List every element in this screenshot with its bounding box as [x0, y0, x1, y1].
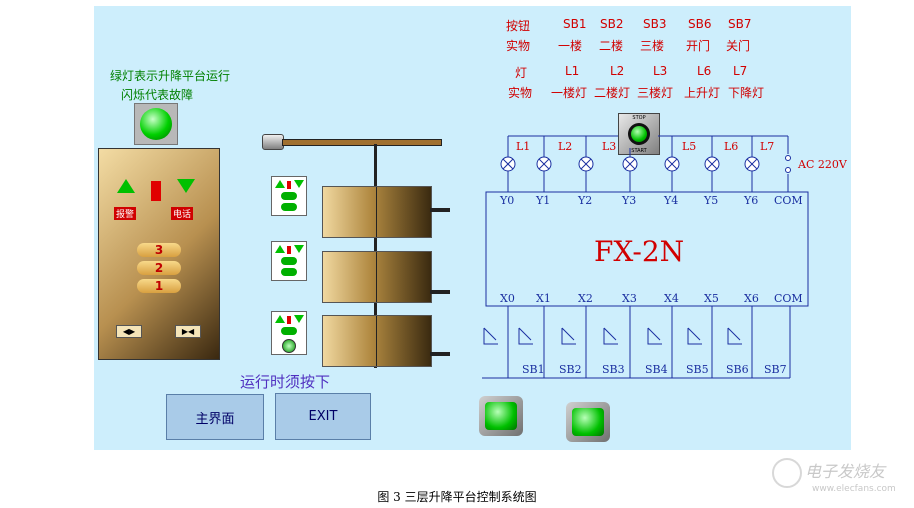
- output-y0: Y0: [499, 194, 514, 207]
- watermark-name: 电子发烧友: [805, 462, 886, 481]
- header-sb7-name: 关门: [726, 39, 751, 53]
- floor-2-call-box[interactable]: [271, 241, 307, 281]
- car-operating-panel: 报警 电话 3 2 1 ◀▶ ▶◀: [98, 148, 220, 360]
- header-l6: L6: [697, 64, 712, 78]
- floor-3-call-box[interactable]: [271, 176, 307, 216]
- lamp-label-l1: L1: [516, 140, 530, 153]
- floor-3-car: [322, 186, 432, 238]
- output-y6: Y6: [743, 194, 758, 207]
- start-lamp-icon: [631, 126, 647, 142]
- figure-caption: 图 3 三层升降平台控制系统图: [377, 490, 537, 504]
- run-hint-text: 运行时须按下: [240, 373, 331, 391]
- plc-model-label: FX-2N: [594, 235, 684, 268]
- header-sb6: SB6: [688, 17, 712, 31]
- switch-sb5: SB5: [686, 363, 709, 376]
- output-y4: Y4: [663, 194, 678, 207]
- green-push-button-right[interactable]: [566, 402, 610, 442]
- plc-wiring-diagram: L1 L2 L3 L5 L6 L7 AC 220V Y0 Y1 Y2 Y3 Y4…: [482, 135, 848, 379]
- output-y5: Y5: [703, 194, 718, 207]
- door-open-button[interactable]: ◀▶: [116, 325, 142, 338]
- motor-icon: [262, 134, 284, 150]
- header-l7-name: 下降灯: [728, 86, 765, 100]
- button-row-label-1: 按钮: [506, 19, 531, 33]
- header-sb7: SB7: [728, 17, 752, 31]
- hoist-beam: [282, 139, 442, 146]
- main-screen-button[interactable]: 主界面: [166, 394, 264, 440]
- stop-label: STOP: [632, 115, 646, 121]
- floor-2-car: [322, 251, 432, 303]
- floor-3-button[interactable]: 3: [137, 243, 181, 257]
- output-y2: Y2: [577, 194, 592, 207]
- stop-start-button[interactable]: STOP START: [618, 113, 660, 155]
- green-push-button-left[interactable]: [479, 396, 523, 436]
- output-com: COM: [774, 194, 803, 207]
- floor-1-landing: [430, 352, 450, 356]
- input-x2: X2: [578, 292, 593, 305]
- input-x0: X0: [500, 292, 515, 305]
- floor-2-landing: [430, 290, 450, 294]
- switch-sb4: SB4: [645, 363, 668, 376]
- header-l1-name: 一楼灯: [551, 86, 588, 100]
- run-enable-icon[interactable]: [282, 339, 296, 353]
- supply-label: AC 220V: [797, 158, 848, 171]
- header-sb2-name: 二楼: [599, 39, 624, 53]
- switch-sb7: SB7: [764, 363, 787, 376]
- control-panel-background: [94, 6, 851, 450]
- output-y1: Y1: [535, 194, 550, 207]
- header-sb2: SB2: [600, 17, 624, 31]
- header-l2: L2: [610, 64, 625, 78]
- header-sb3: SB3: [643, 17, 667, 31]
- header-sb3-name: 三楼: [640, 39, 665, 53]
- header-sb6-name: 开门: [686, 39, 711, 53]
- lamp-label-l5: L5: [682, 140, 696, 153]
- lamp-row-label-1: 灯: [515, 66, 528, 80]
- indicator-text-line1: 绿灯表示升降平台运行: [110, 69, 231, 83]
- start-label: START: [631, 148, 647, 154]
- header-l6-name: 上升灯: [684, 86, 721, 100]
- switch-sb6: SB6: [726, 363, 749, 376]
- floor-1-car: [322, 315, 432, 367]
- switch-sb2: SB2: [559, 363, 582, 376]
- lamp-row-label-2: 实物: [508, 86, 533, 100]
- input-x6: X6: [744, 292, 759, 305]
- elecfans-logo-icon: [772, 458, 802, 488]
- header-l1: L1: [565, 64, 580, 78]
- lamp-label-l7: L7: [760, 140, 774, 153]
- lamp-label-l2: L2: [558, 140, 572, 153]
- header-l2-name: 二楼灯: [594, 86, 631, 100]
- status-lamp-icon: [140, 108, 172, 140]
- header-l7: L7: [733, 64, 748, 78]
- switch-sb3: SB3: [602, 363, 625, 376]
- status-lamp-frame: [134, 103, 178, 145]
- up-arrow-icon[interactable]: [117, 179, 135, 193]
- input-com: COM: [774, 292, 803, 305]
- header-l3: L3: [653, 64, 668, 78]
- lamp-label-l3: L3: [602, 140, 616, 153]
- header-sb1: SB1: [563, 17, 587, 31]
- header-l3-name: 三楼灯: [637, 86, 674, 100]
- switch-sb1: SB1: [522, 363, 545, 376]
- phone-button[interactable]: 电话: [171, 207, 194, 220]
- floor-3-landing: [430, 208, 450, 212]
- button-row-label-2: 实物: [506, 39, 531, 53]
- indicator-text-line2: 闪烁代表故障: [121, 88, 194, 102]
- down-arrow-icon[interactable]: [177, 179, 195, 193]
- input-x1: X1: [536, 292, 551, 305]
- input-x3: X3: [622, 292, 637, 305]
- floor-2-button[interactable]: 2: [137, 261, 181, 275]
- input-x4: X4: [664, 292, 679, 305]
- exit-button[interactable]: EXIT: [275, 393, 371, 440]
- header-sb1-name: 一楼: [558, 39, 583, 53]
- floor-1-call-box[interactable]: [271, 311, 307, 355]
- input-x5: X5: [704, 292, 719, 305]
- door-close-button[interactable]: ▶◀: [175, 325, 201, 338]
- stop-indicator-icon: [151, 181, 161, 201]
- watermark-url: www.elecfans.com: [812, 484, 896, 494]
- lamp-label-l6: L6: [724, 140, 738, 153]
- alarm-button[interactable]: 报警: [114, 207, 137, 220]
- floor-1-button[interactable]: 1: [137, 279, 181, 293]
- output-y3: Y3: [621, 194, 636, 207]
